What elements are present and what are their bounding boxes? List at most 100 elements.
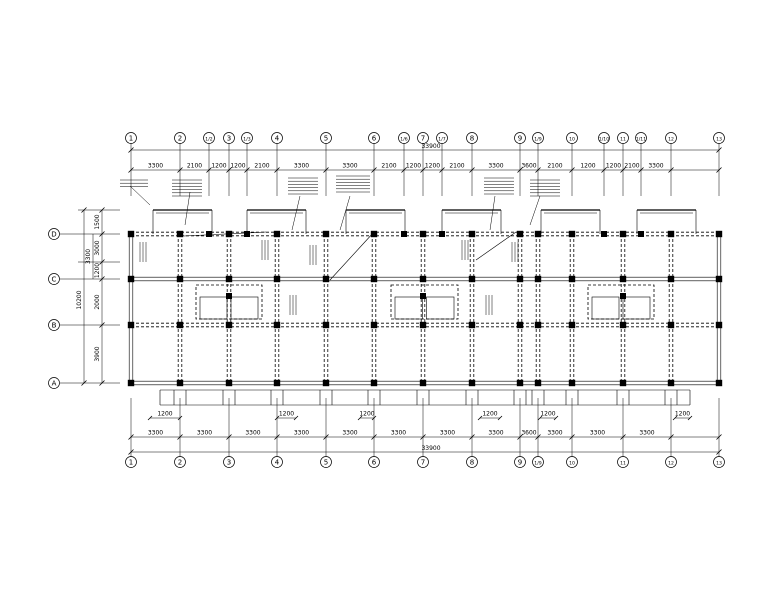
axis-bubble-top: [398, 132, 410, 144]
stair-flight: [394, 296, 423, 320]
top-segment-dim: 1200: [230, 163, 245, 170]
axis-bubble-bottom: [174, 456, 186, 468]
column: [568, 321, 576, 329]
axis-bubble-top: [417, 132, 429, 144]
stair-well-outline: [587, 284, 655, 320]
left-segment-dim: 1500: [94, 214, 101, 229]
column: [667, 275, 675, 283]
axis-label-left: C: [52, 275, 57, 283]
axis-bubble-top: [241, 132, 253, 144]
column: [468, 379, 476, 387]
bottom-dim-tick: [668, 434, 674, 440]
annotation-leader: [129, 185, 151, 206]
axis-bubble-top: [125, 132, 137, 144]
top-segment-dim: 2100: [187, 163, 202, 170]
bottom-sub-tick: [177, 415, 183, 421]
column: [619, 321, 627, 329]
top-dim-tick: [206, 167, 212, 173]
top-segment-dim: 2100: [381, 163, 396, 170]
axis-bubble-top: [368, 132, 380, 144]
top-dim-tick: [535, 167, 541, 173]
top-dim-tick: [716, 167, 722, 173]
axis-bubble-left: [48, 319, 60, 331]
column: [619, 230, 627, 238]
axis-bubble-bottom: [532, 456, 544, 468]
column: [516, 230, 524, 238]
bottom-dim-tick: [128, 434, 134, 440]
column: [273, 379, 281, 387]
column: [127, 230, 135, 238]
column: [206, 231, 212, 237]
axis-bubble-left: [48, 228, 60, 240]
column: [568, 379, 576, 387]
axis-bubble-top: [598, 132, 610, 144]
column: [667, 230, 675, 238]
column: [127, 275, 135, 283]
annotation-leader: [529, 195, 541, 226]
bottom-sub-tick: [537, 415, 543, 421]
left-dim-tick: [99, 322, 105, 328]
bottom-segment-dim: 3300: [547, 430, 562, 437]
top-dim-tick: [620, 167, 626, 173]
axis-bubble-top: [466, 132, 478, 144]
column: [370, 275, 378, 283]
axis-label-bottom: 3: [227, 458, 231, 466]
bottom-segment-dim: 3300: [590, 430, 605, 437]
bottom-dim-tick: [569, 434, 575, 440]
axis-label-top: 1/6: [400, 136, 407, 142]
top-total-dim: 33900: [421, 143, 440, 150]
axis-label-bottom: 2: [178, 458, 182, 466]
column: [439, 231, 445, 237]
top-segment-dim: 3300: [488, 163, 503, 170]
axis-bubble-bottom: [713, 456, 725, 468]
left-sub-dim: 3300: [85, 249, 92, 264]
top-segment-dim: 2100: [254, 163, 269, 170]
bottom-sub-dim: 1200: [359, 411, 374, 418]
top-dim-tick: [244, 167, 250, 173]
axis-bubble-bottom: [665, 456, 677, 468]
column: [534, 321, 542, 329]
bottom-sub-tick: [553, 415, 559, 421]
top-dim-tick: [601, 167, 607, 173]
axis-bubble-top: [713, 132, 725, 144]
left-total-tick: [81, 380, 87, 386]
column: [715, 275, 723, 283]
bottom-segment-dim: 3300: [342, 430, 357, 437]
top-dim-tick: [323, 167, 329, 173]
axis-bubble-top: [436, 132, 448, 144]
top-dim-tick: [226, 167, 232, 173]
axis-bubble-bottom: [223, 456, 235, 468]
column: [273, 275, 281, 283]
axis-label-left: D: [51, 230, 56, 238]
top-dim-tick: [439, 167, 445, 173]
axis-label-left: B: [52, 321, 57, 329]
axis-label-top: 5: [324, 134, 328, 142]
axis-label-top: 8: [470, 134, 474, 142]
bottom-sub-dim: 1200: [540, 411, 555, 418]
bottom-sub-tick: [147, 415, 153, 421]
axis-label-bottom: 8: [470, 458, 474, 466]
bottom-dim-tick: [274, 434, 280, 440]
axis-label-bottom: 12: [668, 460, 674, 466]
column: [638, 231, 644, 237]
column: [273, 230, 281, 238]
axis-label-bottom: 13: [716, 460, 722, 466]
column: [715, 321, 723, 329]
axis-bubble-bottom: [417, 456, 429, 468]
axis-bubble-top: [223, 132, 235, 144]
left-dim-tick: [99, 207, 105, 213]
annotations: [120, 175, 560, 315]
axis-bubble-bottom: [320, 456, 332, 468]
top-dim-tick: [274, 167, 280, 173]
column: [127, 379, 135, 387]
axis-label-bottom: 1: [129, 458, 133, 466]
bottom-sub-tick: [477, 415, 483, 421]
column: [225, 230, 233, 238]
column: [619, 275, 627, 283]
top-segment-dim: 1200: [580, 163, 595, 170]
axis-label-top: 7: [421, 134, 425, 142]
annotation-leader: [184, 191, 191, 226]
left-dim-tick: [99, 380, 105, 386]
column: [601, 231, 607, 237]
